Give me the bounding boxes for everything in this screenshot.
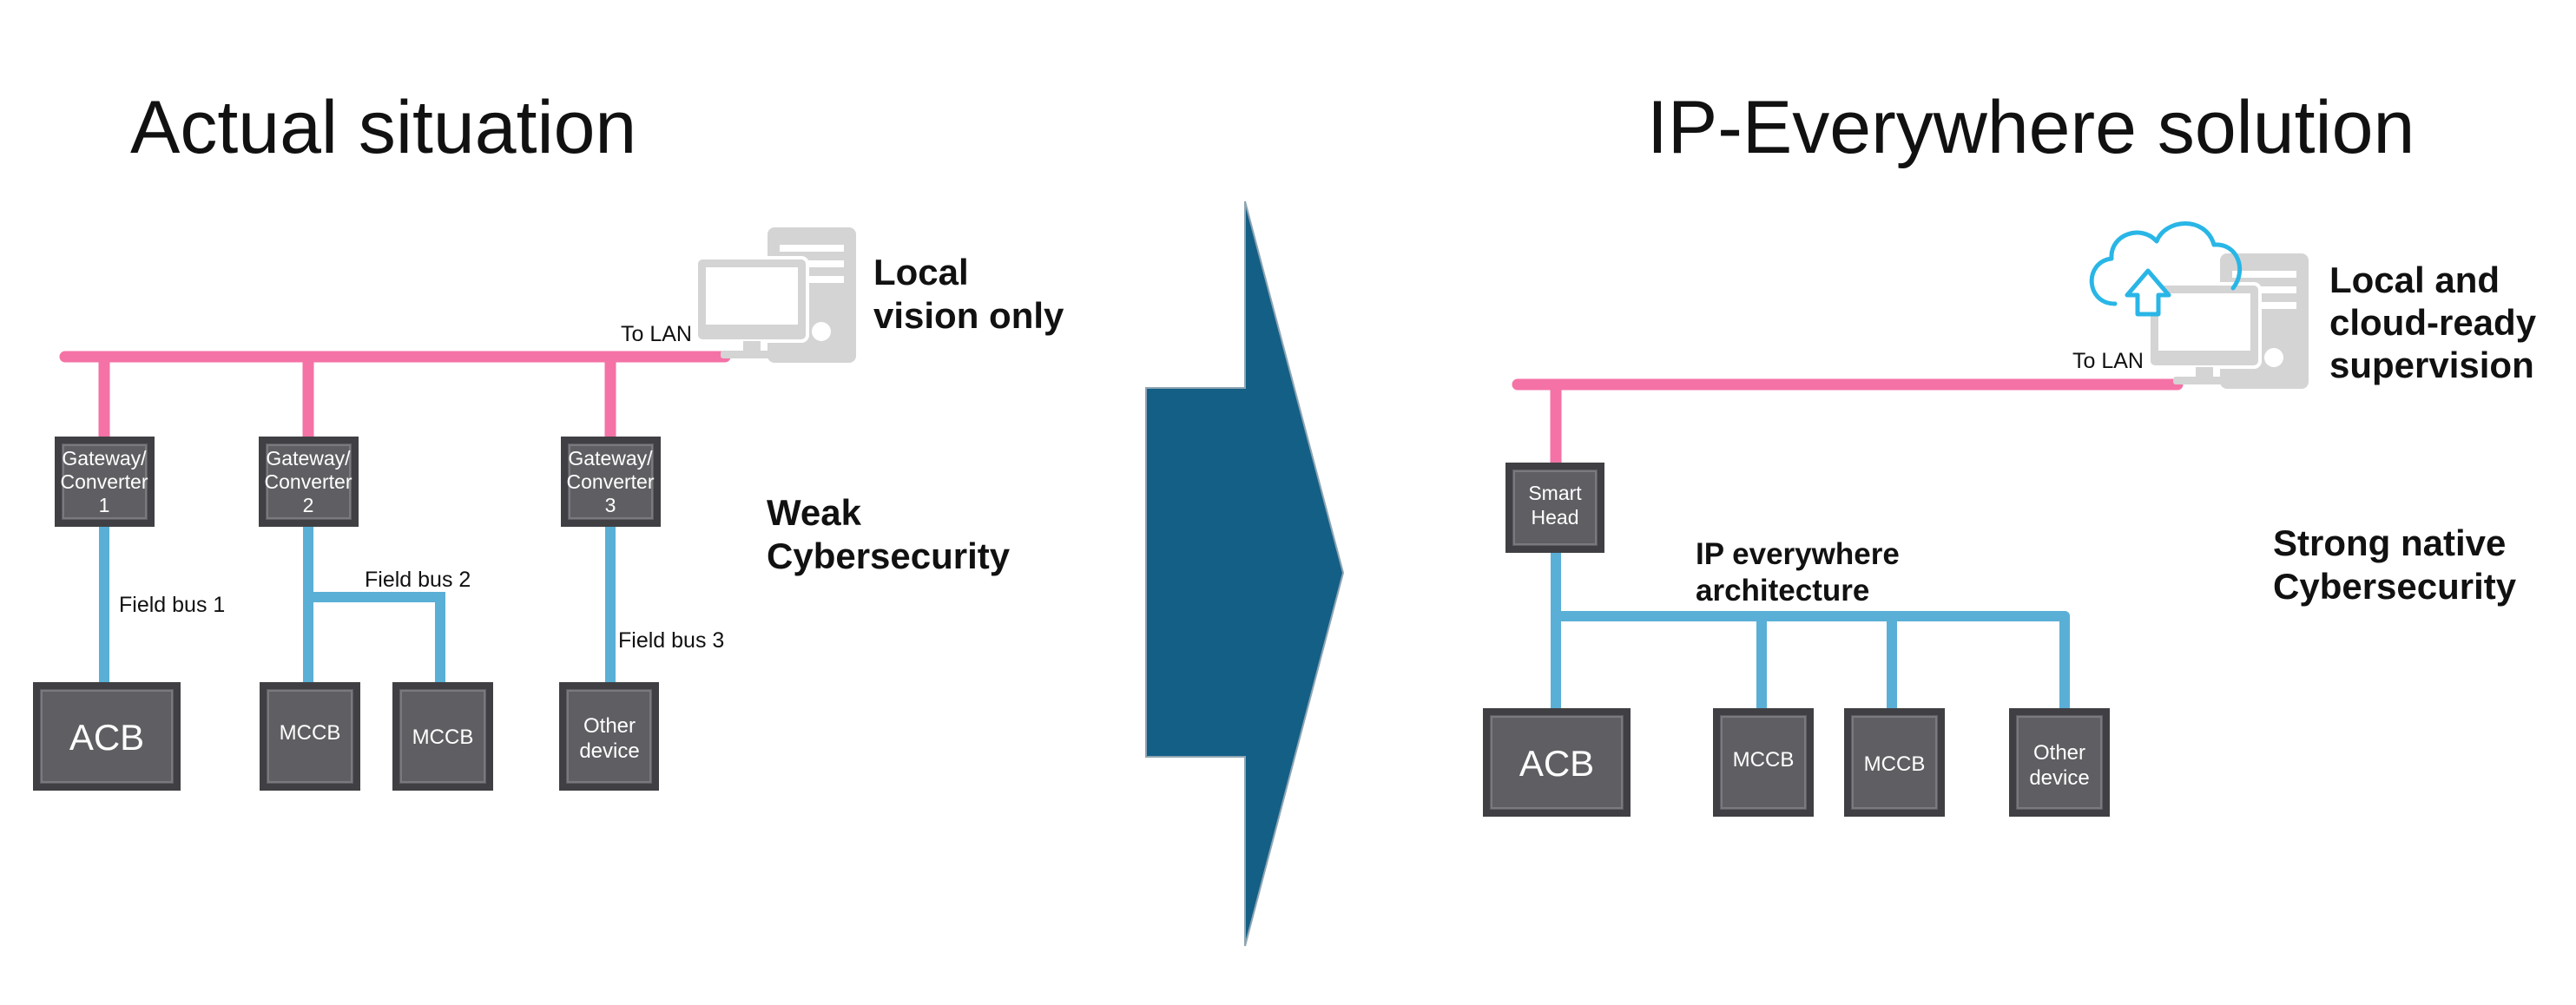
note-supervision-line-1: Local and xyxy=(2329,259,2500,300)
svg-text:2: 2 xyxy=(303,494,314,516)
right-acb-box: ACB xyxy=(1483,708,1631,817)
svg-text:ACB: ACB xyxy=(69,717,144,758)
right-mccb-1-box: MCCB xyxy=(1713,708,1814,817)
left-to-lan-label: To LAN xyxy=(621,322,692,346)
left-other-device-box: Other device xyxy=(559,682,659,791)
cloud-upload-icon xyxy=(2089,221,2243,317)
left-title: Actual situation xyxy=(130,86,636,169)
right-other-device-box: Other device xyxy=(2009,708,2110,817)
svg-text:Converter: Converter xyxy=(61,470,148,493)
right-mccb-2-box: MCCB xyxy=(1844,708,1945,817)
svg-text:MCCB: MCCB xyxy=(1733,748,1795,772)
fieldbus-1-label: Field bus 1 xyxy=(119,593,225,617)
svg-text:MCCB: MCCB xyxy=(412,726,474,749)
note-supervision-line-3: supervision xyxy=(2329,345,2534,385)
note-architecture-line-1: IP everywhere xyxy=(1696,537,1900,571)
svg-text:MCCB: MCCB xyxy=(1864,752,1926,776)
svg-text:MCCB: MCCB xyxy=(280,721,341,745)
left-panel: Actual situation Gateway/ Converter 1 Ga… xyxy=(33,86,1064,791)
svg-text:Gateway/: Gateway/ xyxy=(266,447,351,470)
right-panel: IP-Everywhere solution Smart Head ACB MC… xyxy=(1483,86,2537,817)
gateway-1-box: Gateway/ Converter 1 xyxy=(55,437,155,527)
left-mccb-1-box: MCCB xyxy=(260,682,360,791)
note-weak-line-2: Cybersecurity xyxy=(767,535,1011,576)
svg-text:device: device xyxy=(579,739,639,763)
svg-text:Converter: Converter xyxy=(265,470,352,493)
svg-text:Gateway/: Gateway/ xyxy=(62,447,147,470)
arrow-right-icon xyxy=(1145,200,1345,947)
left-acb-box: ACB xyxy=(33,682,181,791)
left-mccb-2-box: MCCB xyxy=(392,682,493,791)
svg-text:1: 1 xyxy=(99,494,110,516)
note-strong-line-1: Strong native xyxy=(2273,522,2506,563)
note-local-line-2: vision only xyxy=(873,295,1064,336)
svg-text:Converter: Converter xyxy=(567,470,655,493)
svg-text:ACB: ACB xyxy=(1519,743,1594,784)
fieldbus-3-label: Field bus 3 xyxy=(618,628,724,653)
note-architecture-line-2: architecture xyxy=(1696,574,1869,608)
svg-text:3: 3 xyxy=(605,494,616,516)
svg-text:Smart: Smart xyxy=(1528,482,1582,504)
note-weak-line-1: Weak xyxy=(767,492,862,533)
note-local-line-1: Local xyxy=(873,252,969,292)
gateway-3-box: Gateway/ Converter 3 xyxy=(561,437,661,527)
left-fieldbus-2-branch xyxy=(303,592,445,691)
svg-text:device: device xyxy=(2029,766,2089,790)
svg-text:Other: Other xyxy=(2033,741,2085,765)
computer-icon xyxy=(2147,253,2309,389)
right-to-lan-label: To LAN xyxy=(2072,349,2144,373)
computer-icon xyxy=(695,227,856,363)
svg-text:Gateway/: Gateway/ xyxy=(568,447,653,470)
gateway-2-box: Gateway/ Converter 2 xyxy=(259,437,359,527)
right-title: IP-Everywhere solution xyxy=(1647,86,2415,169)
smart-head-box: Smart Head xyxy=(1505,463,1604,553)
note-supervision-line-2: cloud-ready xyxy=(2329,302,2537,343)
svg-text:Head: Head xyxy=(1532,506,1579,529)
note-strong-line-2: Cybersecurity xyxy=(2273,566,2517,607)
svg-text:Other: Other xyxy=(583,714,636,738)
fieldbus-2-label: Field bus 2 xyxy=(365,568,471,592)
